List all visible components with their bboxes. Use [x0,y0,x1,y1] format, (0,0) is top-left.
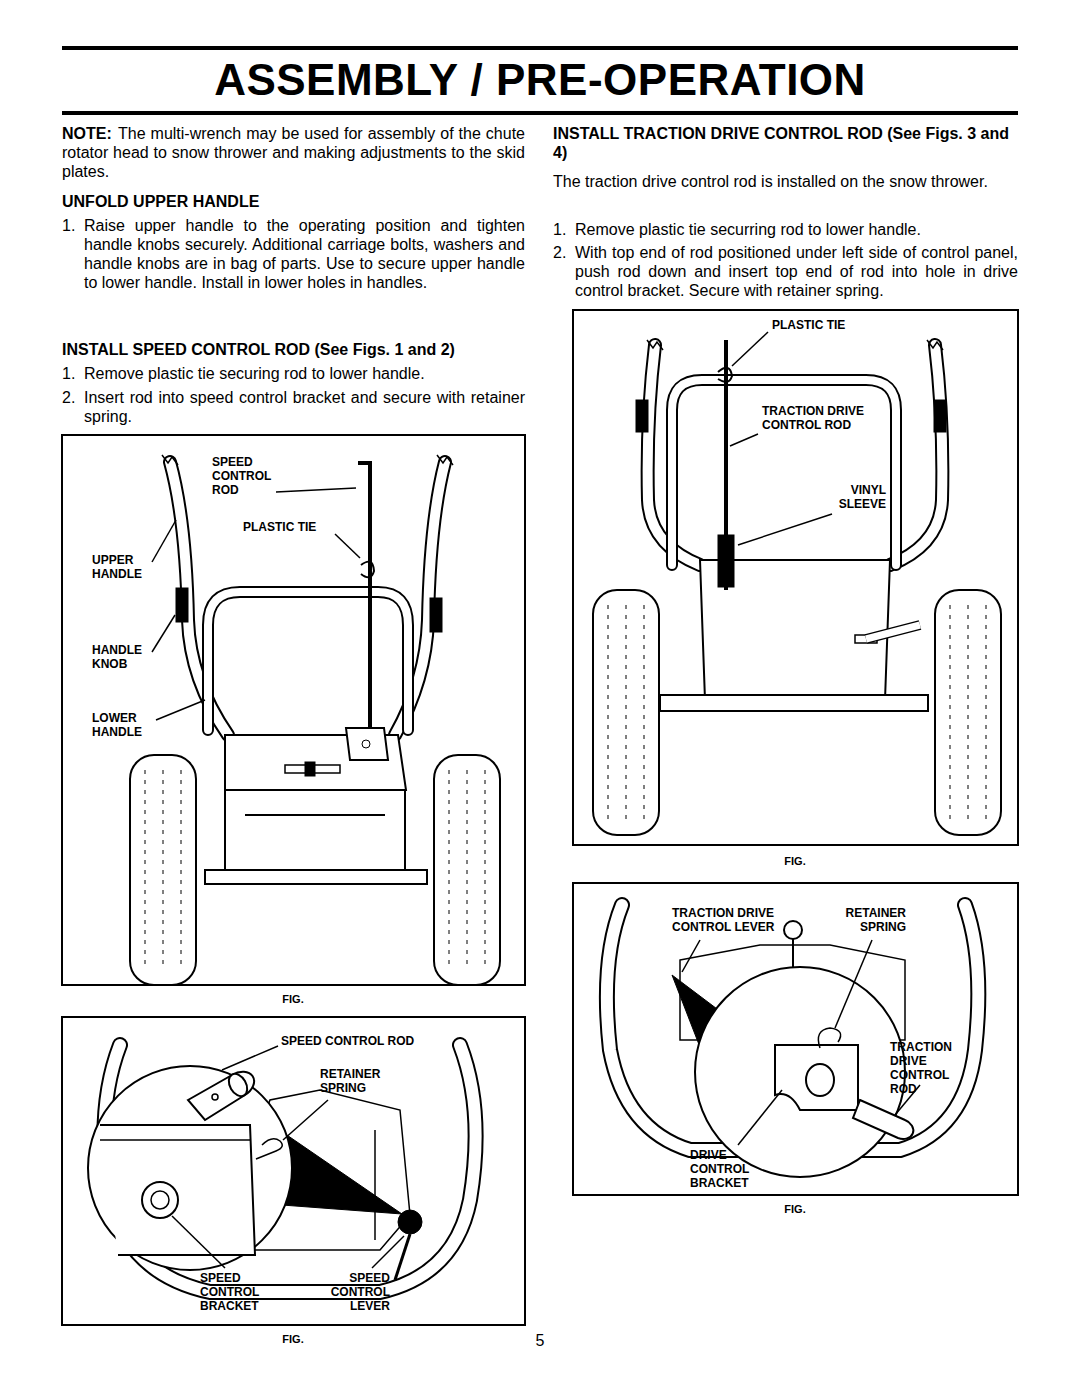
step-number: 1. [62,216,82,235]
note-label: NOTE: [62,124,122,143]
part-label: RETAINER SPRING [320,1067,400,1095]
section-heading: UNFOLD UPPER HANDLE [62,192,525,211]
intro-text: The traction drive control rod is instal… [553,172,1018,191]
step-number: 2. [553,243,573,262]
figure-number: FIG. [243,1333,343,1345]
part-label: PLASTIC TIE [243,520,343,534]
part-label: UPPER HANDLE [92,553,154,581]
part-label: PLASTIC TIE [772,318,872,332]
figure-number: FIG. [243,993,343,1005]
step-number: 1. [62,364,82,383]
part-label: TRACTION DRIVE CONTROL ROD [762,404,887,432]
step-text: With top end of rod positioned under lef… [575,243,1018,300]
part-label: HANDLE KNOB [92,643,154,671]
part-label: SPEED CONTROL BRACKET [200,1271,280,1313]
part-label: TRACTION DRIVE CONTROL LEVER [672,906,800,934]
page-number: 5 [533,1331,547,1350]
part-label: SPEED CONTROL LEVER [310,1271,390,1313]
figure-number: FIG. [745,1203,845,1215]
step-number: 1. [553,220,573,239]
part-label: RETAINER SPRING [820,906,906,934]
part-label: SPEED CONTROL ROD [281,1034,451,1048]
step-text: Remove plastic tie securing rod to lower… [84,364,525,383]
section-heading: INSTALL TRACTION DRIVE CONTROL ROD (See … [553,124,1018,162]
step-text: Insert rod into speed control bracket an… [84,388,525,426]
step-number: 2. [62,388,82,407]
figure-number: FIG. [745,855,845,867]
step-text: Remove plastic tie securring rod to lowe… [575,220,1018,239]
step-text: Raise upper handle to the operating posi… [84,216,525,292]
section-heading: INSTALL SPEED CONTROL ROD (See Figs. 1 a… [62,340,525,359]
part-label: VINYL SLEEVE [820,483,886,511]
note-text: The multi-wrench may be used for assembl… [62,124,525,181]
part-label: TRACTION DRIVE CONTROL ROD [890,1040,965,1096]
page-title: ASSEMBLY / PRE-OPERATION [62,52,1018,108]
part-label: DRIVE CONTROL BRACKET [690,1148,760,1190]
part-label: LOWER HANDLE [92,711,154,739]
part-label: SPEED CONTROL ROD [212,455,274,497]
